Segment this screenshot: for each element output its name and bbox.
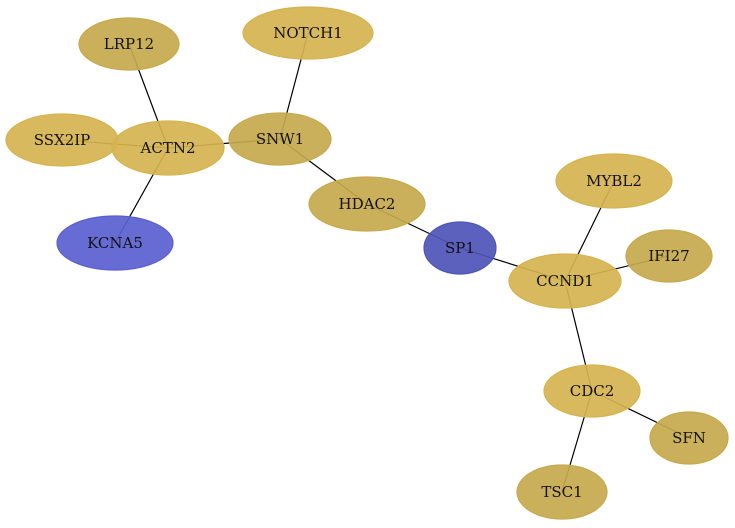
node-ellipse-hdac2[interactable] [308, 176, 426, 232]
node-hdac2[interactable]: HDAC2 [308, 176, 426, 232]
node-mybl2[interactable]: MYBL2 [555, 153, 673, 209]
node-snw1[interactable]: SNW1 [228, 112, 332, 166]
node-ellipse-mybl2[interactable] [555, 153, 673, 209]
node-sp1[interactable]: SP1 [423, 221, 497, 275]
node-ellipse-kcna5[interactable] [56, 215, 174, 271]
node-label-sp1: SP1 [445, 239, 475, 257]
node-ellipse-lrp12[interactable] [78, 17, 180, 71]
node-label-actn2: ACTN2 [140, 139, 196, 157]
node-tsc1[interactable]: TSC1 [516, 464, 608, 520]
node-label-hdac2: HDAC2 [339, 195, 396, 213]
node-cdc2[interactable]: CDC2 [543, 364, 641, 418]
node-label-ccnd1: CCND1 [536, 272, 594, 290]
node-label-cdc2: CDC2 [570, 382, 615, 400]
node-ellipse-snw1[interactable] [228, 112, 332, 166]
node-ellipse-ccnd1[interactable] [508, 253, 622, 309]
node-sfn[interactable]: SFN [649, 411, 729, 465]
node-notch1[interactable]: NOTCH1 [242, 6, 374, 60]
node-label-notch1: NOTCH1 [273, 24, 343, 42]
node-kcna5[interactable]: KCNA5 [56, 215, 174, 271]
node-lrp12[interactable]: LRP12 [78, 17, 180, 71]
node-ellipse-cdc2[interactable] [543, 364, 641, 418]
node-ifi27[interactable]: IFI27 [625, 229, 713, 283]
node-ellipse-sfn[interactable] [649, 411, 729, 465]
node-label-lrp12: LRP12 [104, 35, 154, 53]
node-ellipse-actn2[interactable] [111, 120, 225, 176]
node-ellipse-tsc1[interactable] [516, 464, 608, 520]
node-label-snw1: SNW1 [256, 130, 304, 148]
node-ssx2ip[interactable]: SSX2IP [5, 113, 119, 167]
node-label-ssx2ip: SSX2IP [34, 131, 91, 149]
node-label-mybl2: MYBL2 [586, 172, 642, 190]
node-ellipse-sp1[interactable] [423, 221, 497, 275]
node-actn2[interactable]: ACTN2 [111, 120, 225, 176]
node-label-ifi27: IFI27 [648, 247, 689, 265]
node-label-kcna5: KCNA5 [87, 234, 143, 252]
node-label-sfn: SFN [672, 429, 706, 447]
node-ccnd1[interactable]: CCND1 [508, 253, 622, 309]
node-label-tsc1: TSC1 [541, 483, 582, 501]
node-ellipse-notch1[interactable] [242, 6, 374, 60]
node-ellipse-ifi27[interactable] [625, 229, 713, 283]
